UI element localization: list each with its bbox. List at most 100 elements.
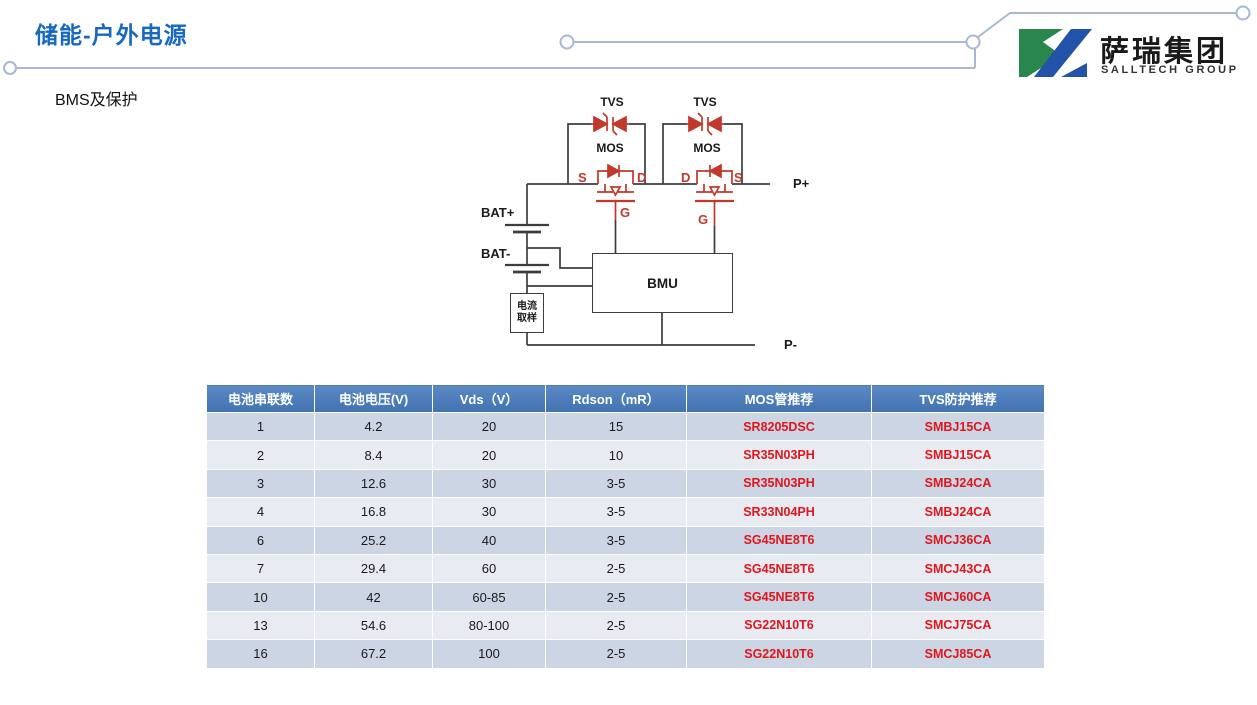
tvs-label: TVS	[600, 95, 624, 109]
part-number-cell: SMCJ75CA	[871, 610, 1045, 641]
value-cell: 20	[432, 440, 546, 470]
value-cell: 54.6	[314, 610, 433, 641]
value-cell: 16	[206, 639, 315, 669]
deco-node-icon	[1235, 5, 1251, 21]
value-cell: 16.8	[314, 497, 433, 527]
deco-node-icon	[965, 34, 981, 50]
mos-label: MOS	[693, 141, 721, 155]
salltech-logo-icon	[1019, 29, 1092, 77]
part-number-cell: SMBJ15CA	[871, 411, 1045, 442]
value-cell: 80-100	[432, 610, 546, 641]
col-header-voltage: 电池电压(V)	[314, 384, 433, 413]
value-cell: 60-85	[432, 582, 546, 612]
deco-node-icon	[559, 34, 575, 50]
value-cell: 67.2	[314, 639, 433, 669]
tvs-label: TVS	[693, 95, 717, 109]
company-logo: 萨瑞集团 SALLTECH GROUP	[1017, 27, 1242, 79]
value-cell: 10	[545, 440, 687, 470]
drain-label: D	[681, 170, 691, 185]
source-label: S	[734, 170, 743, 185]
value-cell: 12.6	[314, 468, 433, 499]
tvs-diode-icon	[591, 112, 629, 136]
part-number-cell: SMCJ85CA	[871, 639, 1045, 669]
part-number-cell: SG22N10T6	[686, 610, 872, 641]
value-cell: 42	[314, 582, 433, 612]
value-cell: 25.2	[314, 525, 433, 555]
logo-name-cn: 萨瑞集团	[1100, 36, 1229, 68]
current-sense-label: 取样	[517, 313, 537, 324]
mos-label: MOS	[596, 141, 624, 155]
part-number-cell: SG45NE8T6	[686, 582, 872, 612]
part-number-cell: SR35N03PH	[686, 468, 872, 499]
table-header-row: 电池串联数 电池电压(V) Vds（V） Rdson（mR） MOS管推荐 TV…	[206, 384, 1045, 413]
part-number-cell: SG45NE8T6	[686, 553, 872, 584]
value-cell: 13	[206, 610, 315, 641]
value-cell: 2	[206, 440, 315, 470]
value-cell: 10	[206, 582, 315, 612]
part-number-cell: SMBJ24CA	[871, 497, 1045, 527]
bat-minus-label: BAT-	[481, 246, 511, 261]
part-number-cell: SG22N10T6	[686, 639, 872, 669]
part-number-cell: SMBJ24CA	[871, 468, 1045, 499]
drain-label: D	[637, 170, 647, 185]
value-cell: 2-5	[545, 553, 687, 584]
value-cell: 3-5	[545, 497, 687, 527]
value-cell: 100	[432, 639, 546, 669]
value-cell: 2-5	[545, 610, 687, 641]
col-header-series: 电池串联数	[206, 384, 315, 413]
value-cell: 3-5	[545, 525, 687, 555]
bat-plus-label: BAT+	[481, 205, 515, 220]
value-cell: 40	[432, 525, 546, 555]
part-number-cell: SR8205DSC	[686, 411, 872, 442]
current-sense-label: 电流	[517, 301, 537, 312]
semiconductor-symbols	[591, 112, 734, 226]
value-cell: 30	[432, 468, 546, 499]
value-cell: 60	[432, 553, 546, 584]
value-cell: 3-5	[545, 468, 687, 499]
bmu-label: BMU	[647, 275, 678, 291]
value-cell: 30	[432, 497, 546, 527]
value-cell: 20	[432, 411, 546, 442]
logo-name-en: SALLTECH GROUP	[1101, 64, 1239, 76]
part-number-cell: SMCJ36CA	[871, 525, 1045, 555]
value-cell: 4.2	[314, 411, 433, 442]
gate-label: G	[620, 205, 631, 220]
part-number-cell: SR35N03PH	[686, 440, 872, 470]
value-cell: 8.4	[314, 440, 433, 470]
value-cell: 4	[206, 497, 315, 527]
page-title: 储能-户外电源	[35, 22, 188, 48]
value-cell: 3	[206, 468, 315, 499]
part-number-cell: SMBJ15CA	[871, 440, 1045, 470]
part-number-cell: SMCJ43CA	[871, 553, 1045, 584]
part-number-cell: SG45NE8T6	[686, 525, 872, 555]
col-header-mos: MOS管推荐	[686, 384, 872, 413]
value-cell: 1	[206, 411, 315, 442]
col-header-tvs: TVS防护推荐	[871, 384, 1045, 413]
value-cell: 2-5	[545, 639, 687, 669]
p-plus-label: P+	[793, 176, 810, 191]
mos-tvs-recommendation-table: 电池串联数 电池电压(V) Vds（V） Rdson（mR） MOS管推荐 TV…	[206, 384, 1045, 669]
value-cell: 29.4	[314, 553, 433, 584]
tvs-diode-icon	[686, 112, 724, 136]
deco-node-icon	[3, 61, 17, 75]
gate-label: G	[698, 212, 709, 227]
current-sense-block: 电流 取样	[510, 293, 544, 333]
value-cell: 15	[545, 411, 687, 442]
part-number-cell: SR33N04PH	[686, 497, 872, 527]
col-header-rdson: Rdson（mR）	[545, 384, 687, 413]
part-number-cell: SMCJ60CA	[871, 582, 1045, 612]
source-label: S	[578, 170, 587, 185]
bmu-block: BMU	[592, 253, 733, 313]
value-cell: 7	[206, 553, 315, 584]
section-subtitle: BMS及保护	[55, 92, 138, 109]
value-cell: 6	[206, 525, 315, 555]
